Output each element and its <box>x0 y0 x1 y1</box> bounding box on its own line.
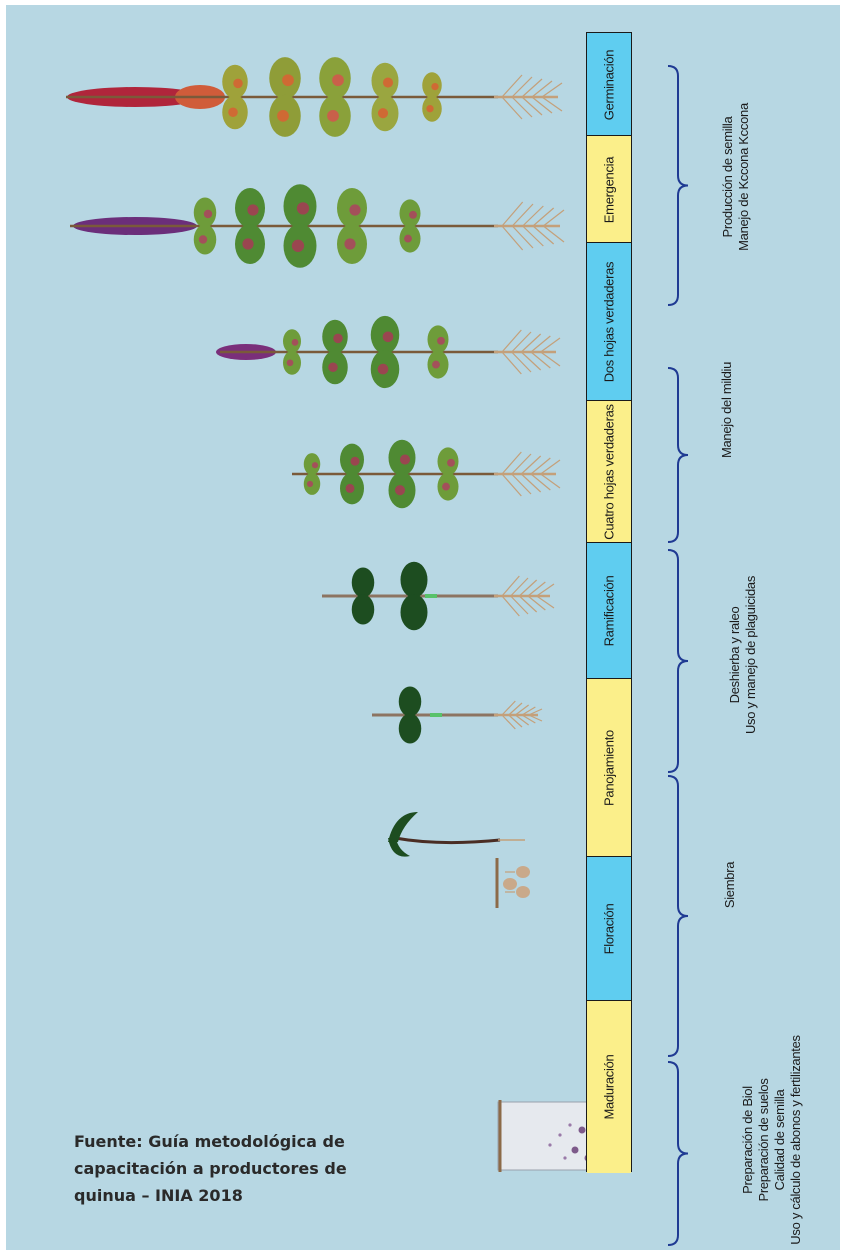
task-line: Preparación de Biol <box>740 1035 756 1244</box>
task-bracket <box>668 1062 688 1245</box>
task-bracket <box>668 550 688 772</box>
task-label: Manejo del mildiu <box>719 362 735 458</box>
task-line: Uso y cálculo de abonos y fertilizantes <box>788 1035 804 1244</box>
task-label: Siembra <box>722 862 738 908</box>
task-bracket <box>668 368 688 542</box>
source-line-2: capacitación a productores de <box>74 1155 394 1182</box>
task-line: Deshierba y raleo <box>727 576 743 734</box>
source-line-3: quinua – INIA 2018 <box>74 1182 394 1209</box>
task-line: Uso y manejo de plaguicidas <box>743 576 759 734</box>
source-line-1: Fuente: Guía metodológica de <box>74 1128 394 1155</box>
task-line: Siembra <box>722 862 738 908</box>
task-bracket <box>668 66 688 305</box>
task-bracket <box>668 776 688 1056</box>
task-line: Preparación de suelos <box>756 1035 772 1244</box>
task-line: Calidad de semilla <box>772 1035 788 1244</box>
task-line: Producción de semilla <box>720 103 736 251</box>
task-line: Manejo del mildiu <box>719 362 735 458</box>
task-line: Manejo de Kccona Kccona <box>736 103 752 251</box>
source-caption: Fuente: Guía metodológica de capacitació… <box>74 1128 394 1209</box>
